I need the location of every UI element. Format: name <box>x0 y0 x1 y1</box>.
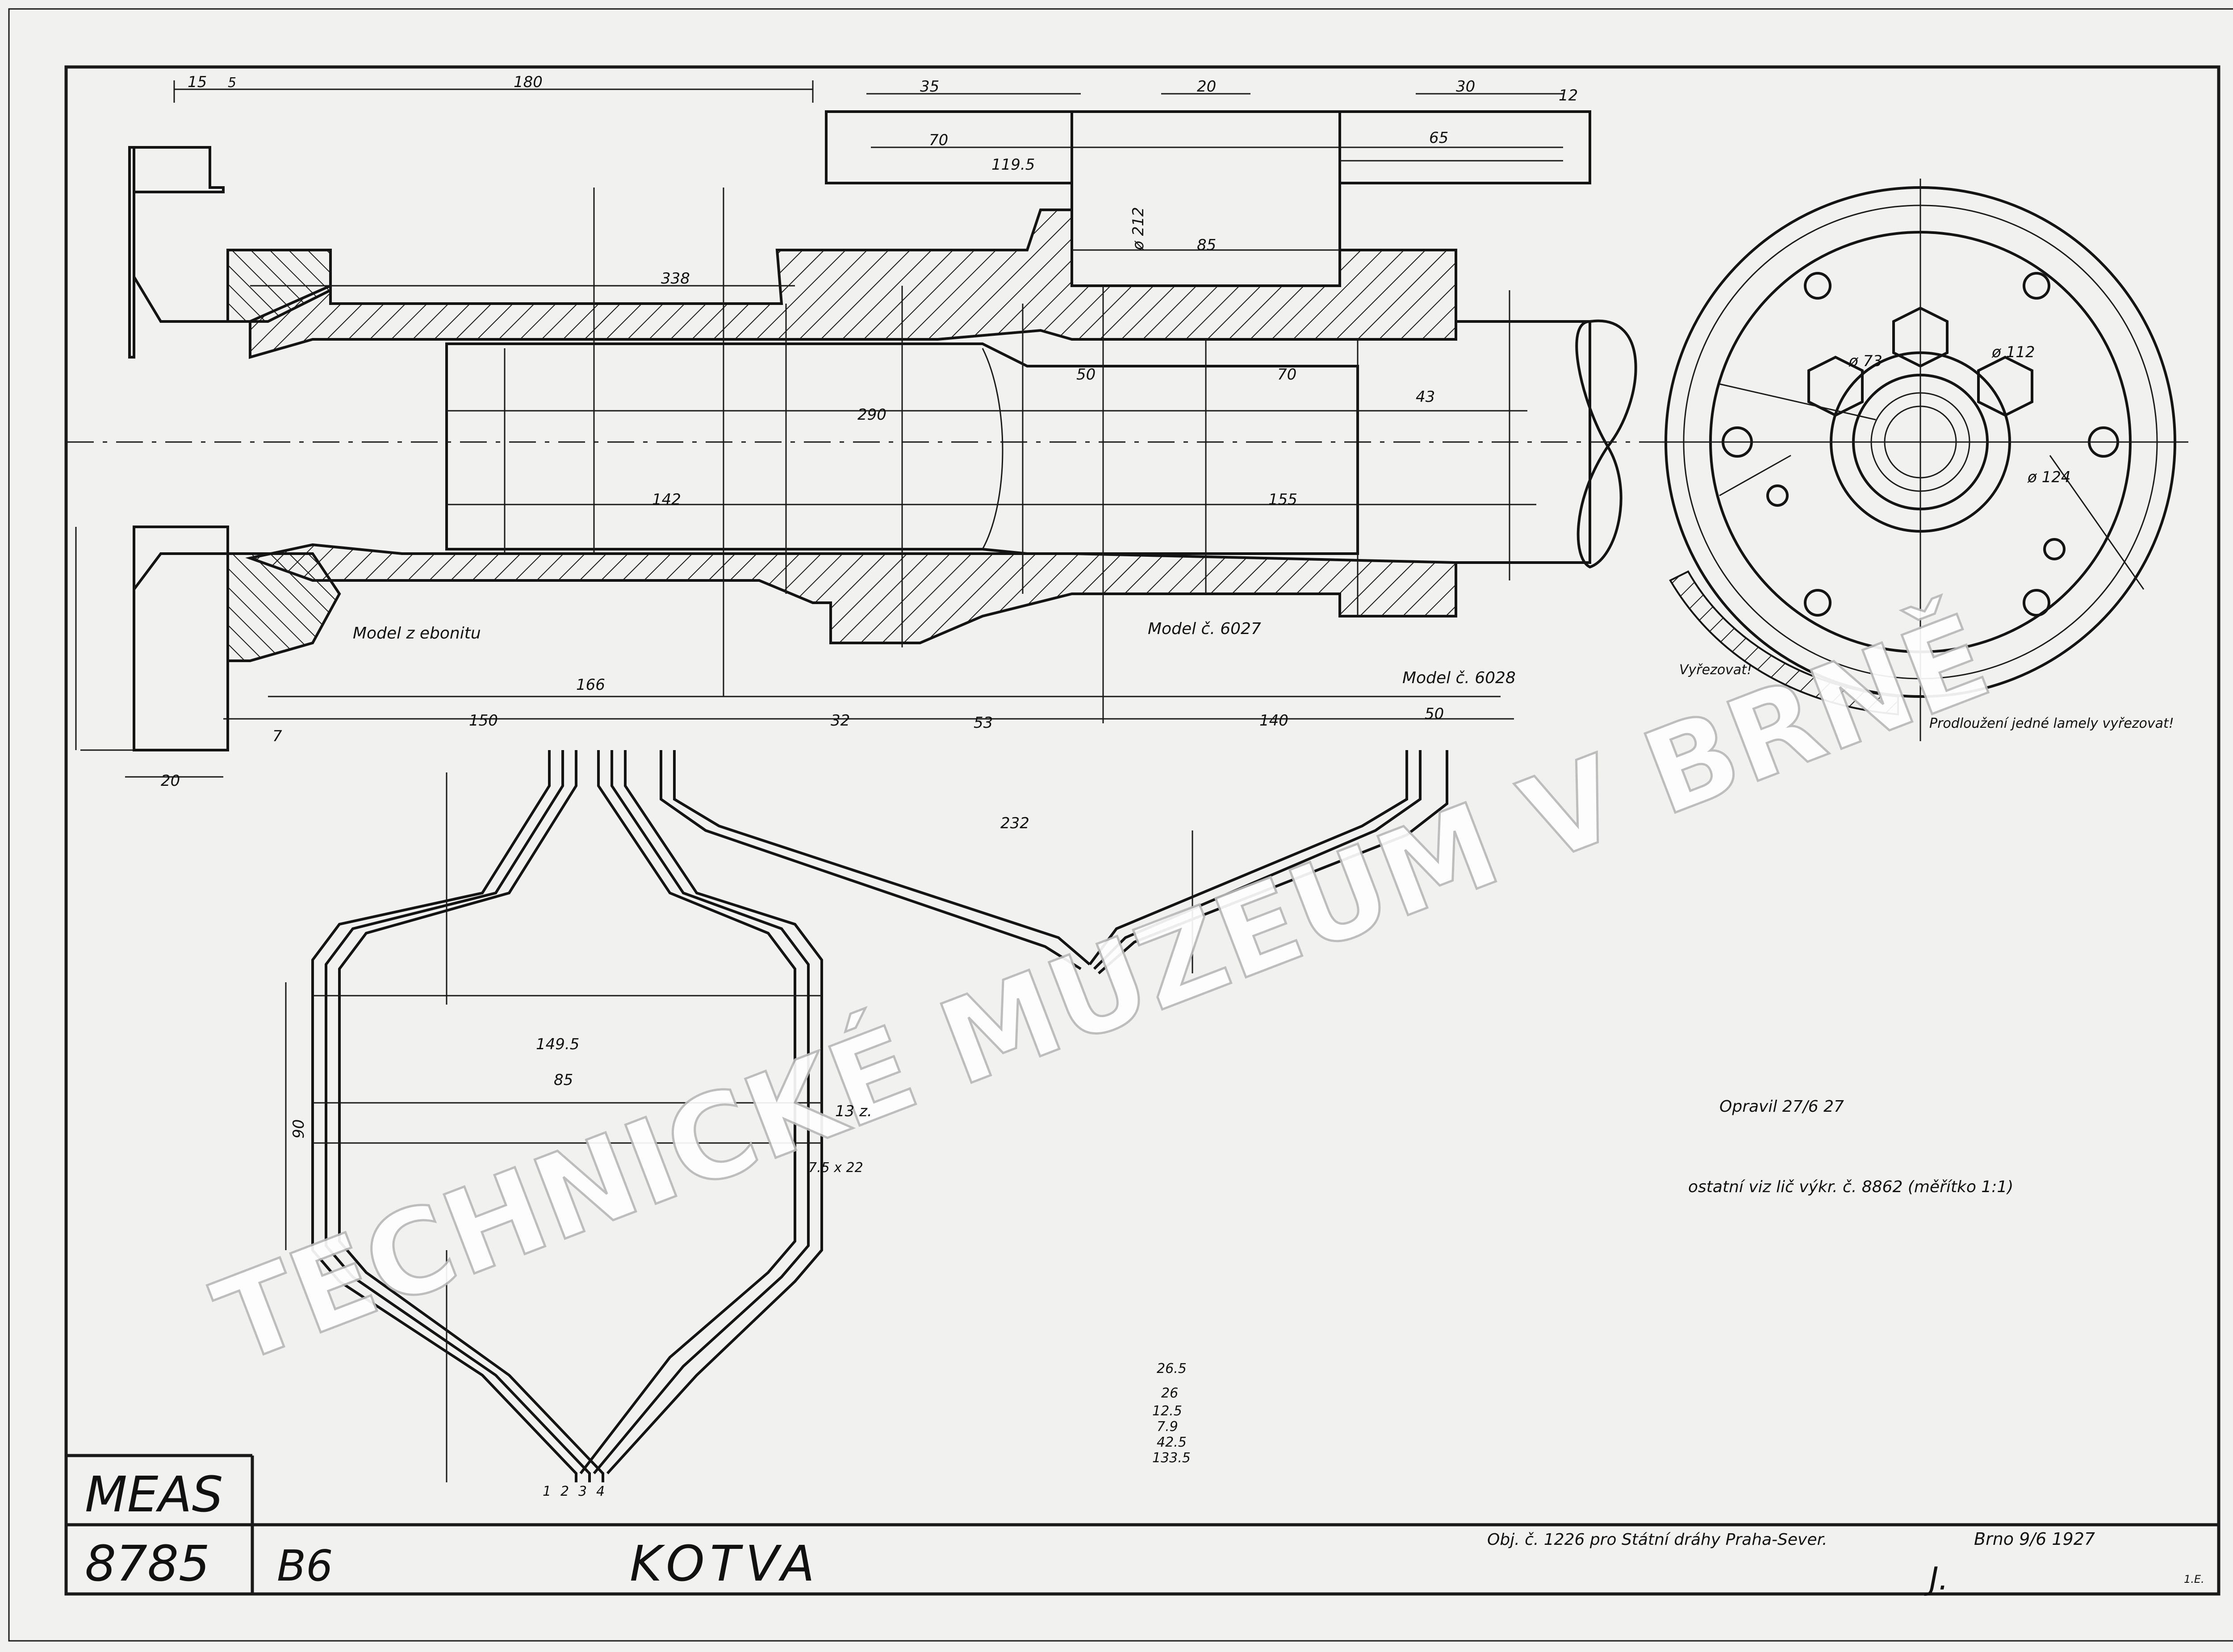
dim-50: 50 <box>1076 366 1096 384</box>
title-name: KOTVA <box>630 1535 820 1592</box>
dim-70-shaft: 70 <box>1277 366 1296 384</box>
label-coil-4: 4 <box>596 1484 605 1499</box>
margin-numbers: 26.5 26 12.5 7.9 42.5 133.5 <box>1152 1361 1191 1466</box>
title-block: MEAS 8785 B6 KOTVA Obj. č. 1226 pro Stát… <box>66 1454 2219 1597</box>
dim-d73: ø 73 <box>1848 352 1882 370</box>
dim-13-z: 13 z. <box>835 1102 872 1120</box>
margin-number: 133.5 <box>1152 1450 1191 1466</box>
dim-155: 155 <box>1268 491 1297 509</box>
title-order: Obj. č. 1226 pro Státní dráhy Praha-Seve… <box>1487 1531 1827 1549</box>
note-correction: Opravil 27/6 27 <box>1719 1097 1844 1116</box>
dim-232: 232 <box>1000 814 1029 832</box>
labels: 180 15 5 35 20 30 12 70 119.5 65 85 338 … <box>161 73 2174 1499</box>
dim-180: 180 <box>514 73 543 91</box>
dim-150: 150 <box>469 712 498 730</box>
dim-85: 85 <box>1197 236 1216 254</box>
shaft-break-symbol <box>1575 319 1637 569</box>
dim-119-5: 119.5 <box>991 156 1035 174</box>
title-collection: MEAS <box>85 1466 223 1523</box>
label-coil-2: 2 <box>560 1484 569 1499</box>
dim-53: 53 <box>974 714 993 732</box>
dim-43: 43 <box>1416 388 1435 406</box>
dim-12-top: 12 <box>1559 87 1578 104</box>
margin-number: 42.5 <box>1157 1435 1187 1450</box>
inner-frame <box>64 65 2220 1596</box>
dim-338: 338 <box>661 270 690 288</box>
label-coil-3: 3 <box>578 1484 587 1499</box>
dim-20-top: 20 <box>1197 78 1216 96</box>
dim-70: 70 <box>929 131 948 149</box>
dim-90: 90 <box>290 1119 308 1139</box>
dim-7-5x22: 7.5 x 22 <box>808 1160 863 1176</box>
title-format: B6 <box>277 1542 333 1591</box>
dim-36: 7 <box>272 727 282 745</box>
title-sheet-code: 1.E. <box>2184 1573 2204 1585</box>
outer-frame <box>8 8 2233 1642</box>
note-other: ostatní viz lič výkr. č. 8862 (měřítko 1… <box>1688 1178 2013 1196</box>
coil-laminations <box>285 750 1448 1482</box>
title-signature: J. <box>1924 1560 1949 1597</box>
watermark: TECHNICKÉ MUZEUM V BRNĚ <box>198 588 2006 1390</box>
dim-65: 65 <box>1429 129 1448 147</box>
dim-30-top: 30 <box>1456 78 1475 96</box>
label-coil-1: 1 <box>543 1484 551 1499</box>
dim-d124: ø 124 <box>2027 468 2071 486</box>
margin-number: 7.9 <box>1157 1419 1178 1435</box>
dim-d212: ø 212 <box>1129 207 1147 250</box>
dim-140: 140 <box>1259 712 1288 730</box>
dim-32: 32 <box>831 712 850 730</box>
note-cut-out-2: Prodloužení jedné lamely vyřezovat! <box>1929 716 2174 731</box>
dim-85-coil: 85 <box>554 1071 573 1089</box>
margin-number: 12.5 <box>1152 1403 1182 1419</box>
dim-d112: ø 112 <box>1991 343 2035 361</box>
note-cut-out-1: Vyřezovat! <box>1679 662 1752 678</box>
note-model-6028: Model č. 6028 <box>1402 669 1516 687</box>
title-number: 8785 <box>85 1535 210 1592</box>
armature-end-view <box>1652 179 2188 741</box>
armature-section-view <box>67 80 1652 778</box>
shaft-upper-hatch <box>249 209 1457 359</box>
margin-number: 26 <box>1161 1385 1178 1401</box>
dim-15: 15 <box>188 73 207 91</box>
dim-166: 166 <box>576 676 605 694</box>
dim-149-5: 149.5 <box>536 1035 579 1053</box>
dim-290: 290 <box>857 406 887 424</box>
dim-142: 142 <box>652 491 681 509</box>
margin-number: 26.5 <box>1157 1361 1187 1377</box>
note-model-6027: Model č. 6027 <box>1148 620 1261 638</box>
title-place-date: Brno 9/6 1927 <box>1974 1529 2095 1549</box>
dim-50-right: 50 <box>1425 705 1444 723</box>
note-model-ebony: Model z ebonitu <box>353 624 481 642</box>
dim-35-top: 35 <box>920 78 939 96</box>
dim-26: 20 <box>161 772 180 790</box>
dim-5: 5 <box>228 75 236 91</box>
